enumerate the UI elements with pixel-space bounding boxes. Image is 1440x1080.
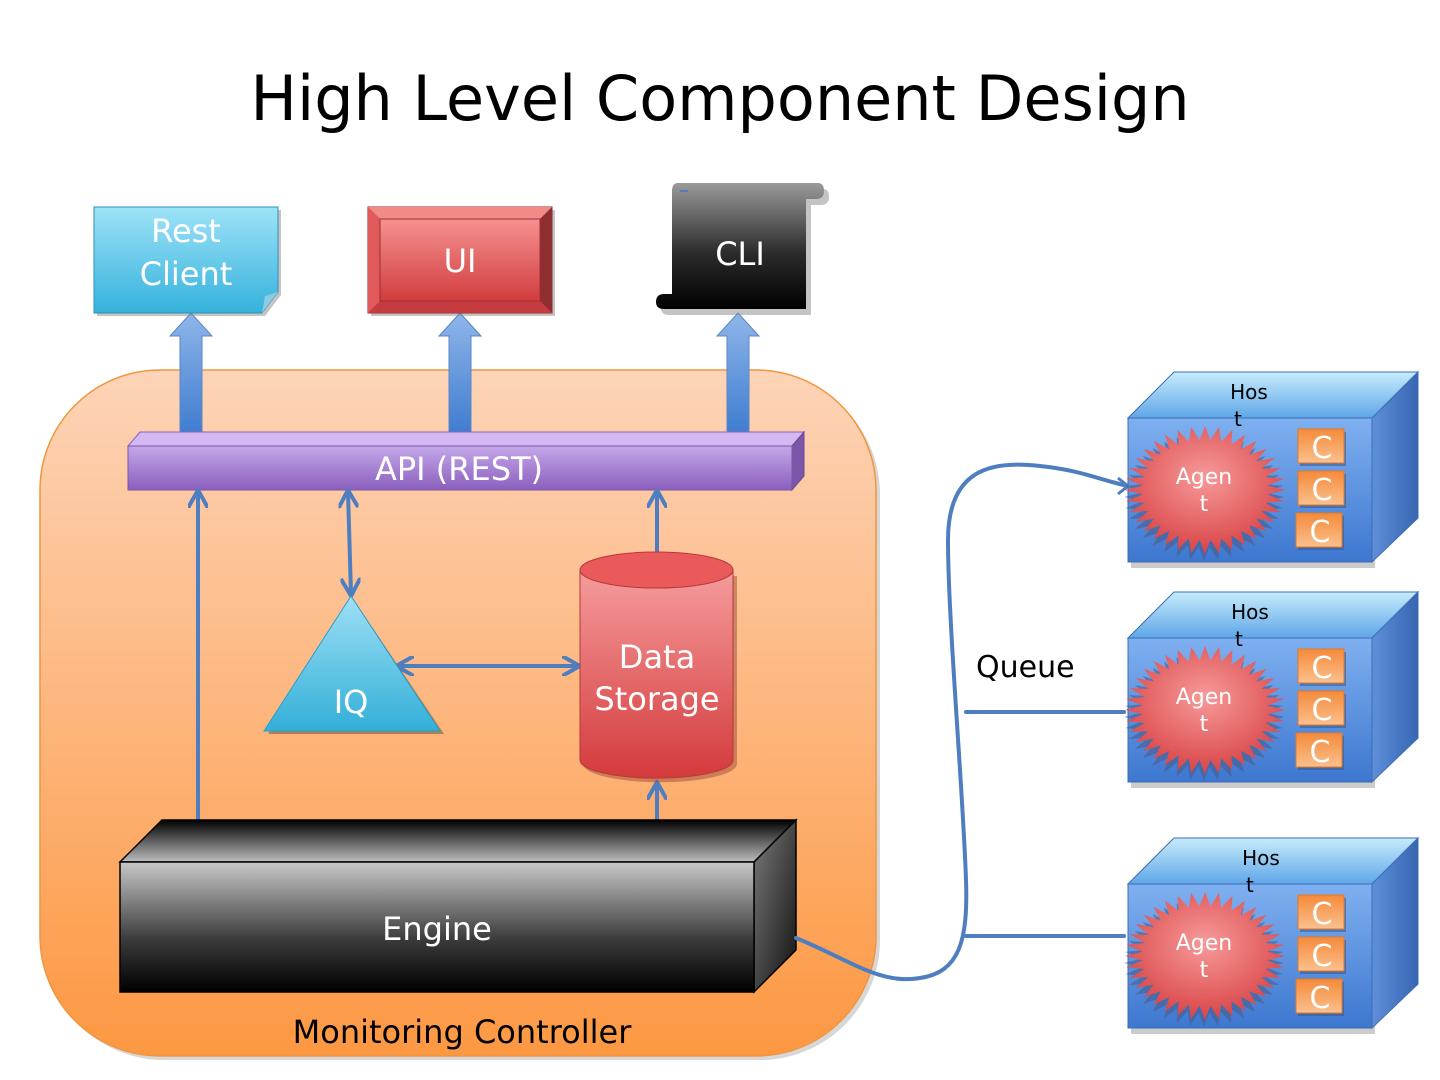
component-box[interactable]: C	[1297, 648, 1346, 686]
agent-label-line1: Agen	[1176, 685, 1233, 710]
monitoring-controller-label: Monitoring Controller	[293, 1013, 633, 1051]
component-label: C	[1312, 651, 1333, 686]
agent-label-line1: Agen	[1176, 931, 1233, 956]
component-box[interactable]: C	[1295, 978, 1344, 1016]
data-storage-component[interactable]: Data Storage	[579, 551, 737, 783]
component-box[interactable]: C	[1295, 512, 1344, 550]
connector-api-iq	[348, 492, 351, 594]
component-label: C	[1312, 693, 1333, 728]
agent-label-line2: t	[1200, 958, 1209, 983]
iq-label: IQ	[334, 683, 369, 721]
engine-label: Engine	[382, 910, 492, 948]
api-to-clients-arrows	[168, 312, 761, 437]
host-label-line1: Hos	[1230, 380, 1268, 404]
data-storage-label-line2: Storage	[594, 680, 719, 718]
agent-label-line2: t	[1200, 712, 1209, 737]
component-label: C	[1312, 431, 1333, 466]
arrow-to-rest-client	[168, 312, 214, 437]
component-box[interactable]: C	[1297, 428, 1346, 466]
rest-client-label-line1: Rest	[151, 212, 221, 250]
ui-component[interactable]: UI	[367, 206, 555, 316]
agent-label-line2: t	[1200, 492, 1209, 517]
host-label-line1: Hos	[1242, 846, 1280, 870]
component-box[interactable]: C	[1297, 470, 1346, 508]
component-box[interactable]: C	[1297, 690, 1346, 728]
component-label: C	[1310, 981, 1331, 1016]
rest-client[interactable]: Rest Client	[93, 206, 281, 316]
component-box[interactable]: C	[1297, 936, 1346, 974]
component-label: C	[1312, 473, 1333, 508]
cli-label: CLI	[715, 235, 765, 273]
queue-label: Queue	[976, 650, 1075, 685]
host-label-line2: t	[1234, 407, 1242, 431]
host-label-line1: Hos	[1231, 600, 1269, 624]
agent-label-line1: Agen	[1176, 465, 1233, 490]
component-box[interactable]: C	[1295, 732, 1344, 770]
host-label-line2: t	[1246, 873, 1254, 897]
rest-client-label-line2: Client	[140, 255, 233, 293]
api-label: API (REST)	[375, 450, 543, 488]
arrow-to-ui	[437, 312, 483, 437]
ui-label: UI	[444, 242, 477, 280]
data-storage-label-line1: Data	[619, 638, 695, 676]
component-label: C	[1312, 897, 1333, 932]
iq-component[interactable]: IQ	[263, 595, 444, 734]
slide-title: High Level Component Design	[250, 62, 1189, 135]
component-label: C	[1310, 515, 1331, 550]
host-label-line2: t	[1235, 627, 1243, 651]
component-label: C	[1312, 939, 1333, 974]
cli-component[interactable]: CLI	[656, 183, 829, 315]
queue-line	[794, 462, 1130, 982]
component-label: C	[1310, 735, 1331, 770]
component-box[interactable]: C	[1297, 894, 1346, 932]
engine-component[interactable]: Engine	[118, 818, 798, 994]
queue-connector: Queue	[794, 462, 1131, 982]
arrow-to-cli	[715, 312, 761, 437]
api-rest-bar[interactable]: API (REST)	[126, 430, 806, 492]
